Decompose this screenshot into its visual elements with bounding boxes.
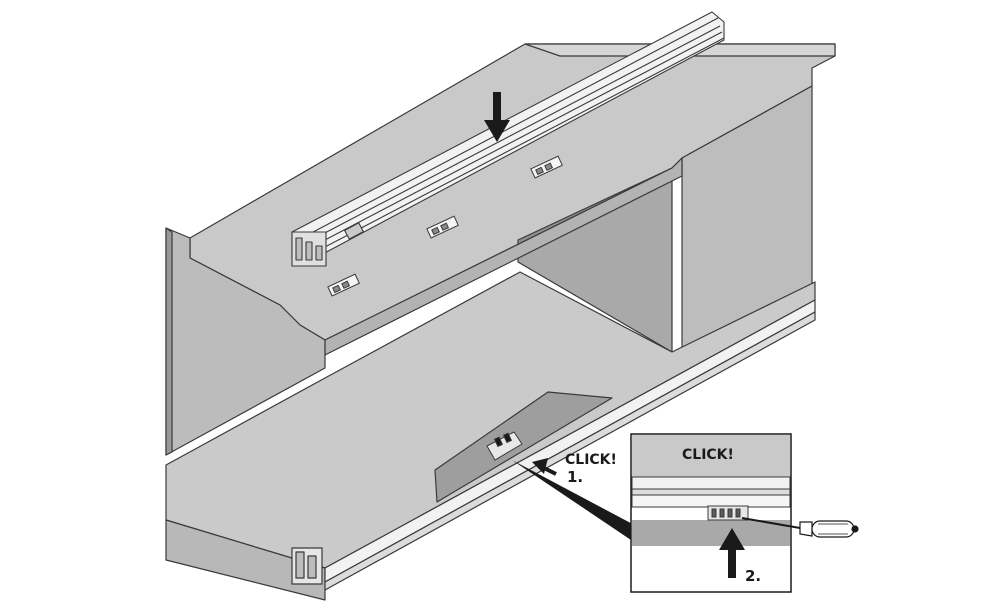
clip-3 [327,273,360,297]
top-track [291,11,725,267]
floor-front [165,519,326,601]
screwdriver-icon [741,517,859,538]
down-arrow-icon [484,92,510,142]
clip-1 [530,155,563,179]
rail-recess [434,391,613,503]
clip-2 [426,215,459,239]
floor-clip [486,431,523,461]
upper-cabinet [165,43,836,456]
detail-inset: CLICK! 2. [630,433,792,593]
click-label-detail: CLICK! [682,447,734,463]
left-side-edge [165,227,173,456]
step-1-label: 1. [567,468,583,486]
detail-bracket [707,505,749,521]
bottom-rail-lower [324,311,816,591]
lower-cabinet [165,271,816,601]
left-side-panel [165,227,326,456]
mounting-clips [327,155,563,297]
step-2-label: 2. [745,567,761,585]
push-arrow-icon [532,458,557,476]
up-arrow-icon [719,528,745,578]
detail-leader [512,460,640,546]
click-label-main: CLICK! [565,452,617,468]
top-panel-front [324,157,683,356]
